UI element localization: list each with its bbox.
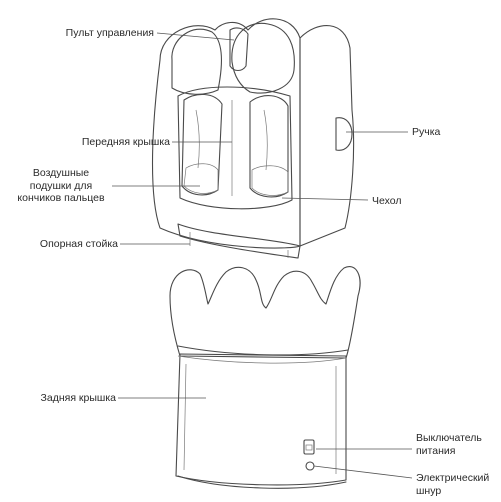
label-power-switch: Выключатель питания: [416, 432, 500, 457]
power-switch: [304, 440, 314, 454]
right-top-cushion: [232, 23, 295, 93]
right-toe-airbag: [252, 166, 288, 196]
right-foot-channel: [250, 96, 288, 197]
label-toe-airbags-line2: подушки для: [6, 180, 116, 193]
left-foot-channel: [182, 94, 222, 195]
label-handle: Ручка: [412, 126, 472, 139]
label-power-cord-line2: шнур: [416, 485, 500, 498]
label-support-stand: Опорная стойка: [10, 238, 118, 251]
back-view: [170, 267, 360, 489]
back-body: [176, 354, 346, 485]
left-toe-airbag: [184, 164, 218, 194]
label-power-switch-line2: питания: [416, 445, 500, 458]
leader-lines: [112, 33, 412, 478]
label-power-cord: Электрический шнур: [416, 472, 500, 497]
back-top-cushions: [170, 267, 360, 358]
front-body: [153, 19, 301, 248]
label-toe-airbags: Воздушные подушки для кончиков пальцев: [6, 167, 116, 205]
label-toe-airbags-line3: кончиков пальцев: [6, 192, 116, 205]
label-cover: Чехол: [372, 195, 432, 208]
label-power-switch-line1: Выключатель: [416, 432, 500, 445]
power-cord-socket: [306, 462, 314, 470]
label-front-cover: Передняя крышка: [60, 136, 170, 149]
label-toe-airbags-line1: Воздушные: [6, 167, 116, 180]
label-power-cord-line1: Электрический: [416, 472, 500, 485]
label-rear-cover: Задняя крышка: [14, 392, 116, 405]
left-top-cushion: [172, 29, 222, 94]
support-stand: [178, 224, 300, 258]
label-remote-control: Пульт управления: [48, 27, 154, 40]
front-view: [153, 19, 354, 258]
front-well: [178, 87, 292, 209]
side-handle: [336, 118, 352, 151]
right-side-panel: [300, 26, 354, 246]
